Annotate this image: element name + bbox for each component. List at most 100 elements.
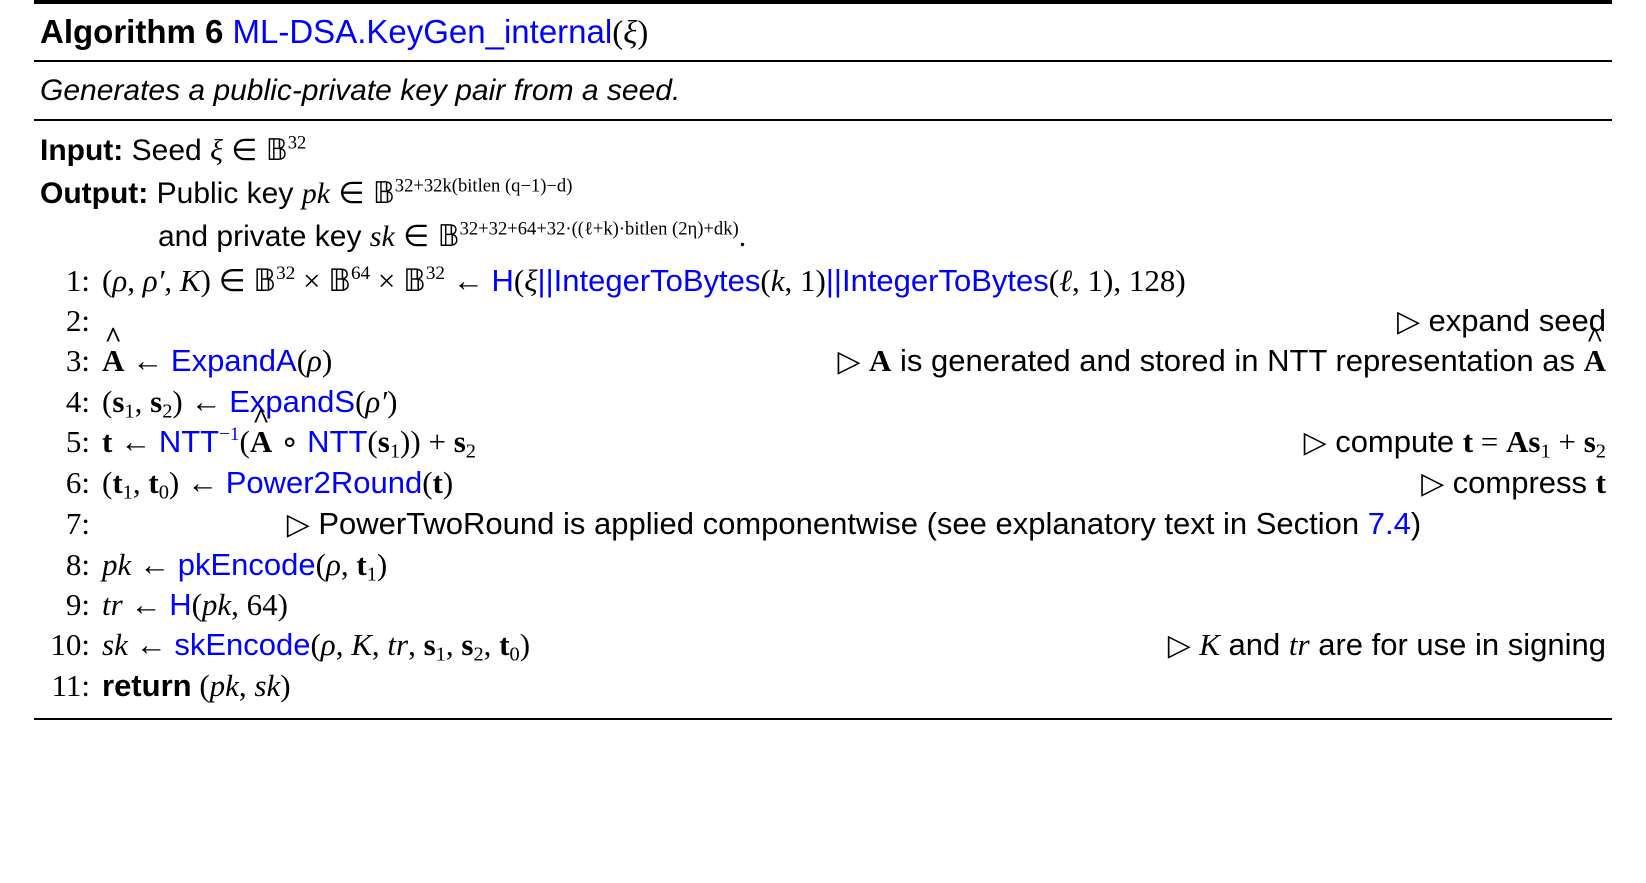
matrix-A-hat: ^A: [1583, 323, 1606, 381]
proc-skEncode: skEncode: [174, 627, 311, 663]
sym-t: t: [102, 424, 113, 460]
sym-s: s: [150, 384, 163, 420]
sym-rho: ρ: [307, 343, 322, 379]
num-1: 1: [1087, 262, 1104, 298]
output-line2-symbol: sk: [369, 220, 395, 254]
set-B: 𝔹: [253, 262, 277, 298]
sym-s: s: [423, 627, 436, 663]
step-number-2: 2:: [65, 302, 90, 338]
sym-rho: ρ: [325, 546, 341, 582]
set-B: 𝔹: [403, 262, 426, 298]
sym-ell: ℓ: [1059, 262, 1072, 298]
top-rule: [34, 0, 1612, 4]
step-body-8: pk ← pkEncode(ρ, t1): [102, 546, 388, 585]
comment-text: is generated and stored in NTT represent…: [900, 343, 1575, 379]
step-body-1: (ρ, ρ′, K) ∈ 𝔹32 × 𝔹64 × 𝔹32 ← H(ξ||Inte…: [102, 262, 1186, 298]
sym-pk: pk: [201, 586, 232, 622]
step-body-10: sk ← skEncode(ρ, K, tr, s1, s2, t0): [102, 627, 531, 666]
sub-2: 2: [473, 643, 484, 666]
sym-A: A: [102, 343, 125, 379]
sym-s: s: [461, 627, 474, 663]
comment-text: are for use in signing: [1318, 627, 1606, 663]
output-label: Output:: [40, 177, 149, 211]
hat-accent-icon: ^: [1586, 321, 1604, 354]
step-body-9: tr ← H(pk, 64): [102, 586, 288, 622]
sym-rho: ρ: [320, 627, 336, 663]
algorithm-name: ML-DSA.KeyGen_internal: [232, 13, 613, 50]
comment-text: PowerTwoRound is applied componentwise (…: [318, 505, 1360, 541]
step-number-6: 6:: [65, 465, 90, 501]
output-exponent: 32+32k(bitlen (q−1)−d): [394, 175, 573, 197]
step-body-6: (t1, t0) ← Power2Round(t): [102, 465, 454, 504]
arrow-icon: ←: [190, 384, 222, 420]
output-line: Output: Public key pk ∈ 𝔹32+32k(bitlen (…: [40, 172, 1606, 215]
step-number-11: 11:: [51, 667, 90, 703]
proc-ExpandA: ExpandA: [170, 343, 297, 379]
output-line2-text: and private key: [158, 220, 362, 254]
output-text: Public key: [156, 177, 294, 211]
sub-1: 1: [122, 481, 133, 504]
step-row-5: 5: t ← NTT−1(^A ∘ NTT(s1)) + s2 ▷ comput…: [40, 402, 1606, 463]
times-icon: ×: [303, 262, 321, 298]
sym-pk: pk: [209, 667, 239, 703]
num-128: 128: [1128, 262, 1176, 298]
output-set: 𝔹: [372, 177, 395, 211]
matrix-A-hat: ^A: [102, 323, 125, 381]
output-symbol: pk: [301, 177, 331, 211]
input-symbol: ξ: [210, 133, 223, 167]
sym-sk: sk: [102, 627, 128, 663]
algorithm-parameter: ξ: [623, 15, 638, 51]
sym-s: s: [453, 424, 466, 460]
sub-2: 2: [162, 400, 173, 423]
step-body-3: ^A ← ExpandA(ρ): [102, 323, 332, 381]
num-64: 64: [246, 586, 278, 622]
step-body-4: (s1, s2) ← ExpandS(ρ′): [102, 384, 398, 423]
step-number-1: 1:: [65, 262, 90, 298]
algorithm-description: Generates a public-private key pair from…: [40, 73, 681, 107]
sym-K: K: [1199, 627, 1220, 663]
step-row-7: 7: ▷ PowerTwoRound is applied componentw…: [40, 504, 1606, 545]
sym-t: t: [499, 627, 510, 663]
matrix-A-hat: ^A: [250, 404, 272, 462]
sym-t: t: [432, 465, 443, 501]
algorithm-header: Algorithm 6 ML-DSA.KeyGen_internal(ξ): [40, 13, 649, 51]
concat-icon: ||: [825, 262, 842, 298]
step-number-3: 3:: [65, 343, 90, 379]
algorithm-steps: 1: (ρ, ρ′, K) ∈ 𝔹32 × 𝔹64 × 𝔹32 ← H(ξ||I…: [34, 259, 1612, 707]
sym-t: t: [356, 546, 367, 582]
output-line2-member-icon: ∈: [403, 220, 430, 254]
proc-pkEncode: pkEncode: [177, 546, 316, 582]
sym-rho: ρ: [112, 262, 128, 298]
plus-icon: +: [1558, 424, 1576, 460]
proc-NTT-inverse-exponent: −1: [219, 424, 240, 446]
step-body-5: t ← NTT−1(^A ∘ NTT(s1)) + s2: [102, 402, 476, 463]
bottom-rule-wrap: [34, 706, 1612, 721]
proc-NTT: NTT: [307, 424, 368, 460]
sub-1: 1: [389, 440, 401, 463]
section-link-7-4[interactable]: 7.4: [1367, 505, 1411, 541]
exp-32: 32: [425, 262, 446, 284]
triangle-icon: ▷: [1396, 304, 1420, 338]
arrow-icon: ←: [120, 424, 152, 460]
step-row-11: 11: return (pk, sk): [40, 666, 1606, 706]
sub-1: 1: [366, 562, 377, 585]
sym-tr: tr: [387, 627, 409, 663]
sym-A: A: [1583, 343, 1606, 379]
step-row-10: 10: sk ← skEncode(ρ, K, tr, s1, s2, t0) …: [40, 625, 1606, 666]
sub-0: 0: [158, 481, 169, 504]
step-comment-3: ▷ A is generated and stored in NTT repre…: [838, 323, 1606, 382]
arrow-icon: ←: [130, 586, 162, 622]
step-number-9: 9:: [65, 586, 90, 622]
sym-s: s: [1528, 424, 1541, 460]
arrow-icon: ←: [452, 262, 484, 298]
sym-tr: tr: [1288, 627, 1310, 663]
step-number-5: 5:: [65, 424, 90, 460]
step-number-10: 10:: [50, 627, 90, 663]
sym-s: s: [1583, 424, 1596, 460]
return-keyword: return: [102, 667, 192, 703]
triangle-icon: ▷: [1167, 629, 1191, 663]
input-set: 𝔹: [265, 133, 288, 167]
exp-32: 32: [276, 262, 296, 284]
output-line-2: and private key sk ∈ 𝔹32+32+64+32·((ℓ+k)…: [40, 215, 1606, 258]
proc-NTT-inverse: NTT: [158, 424, 220, 460]
